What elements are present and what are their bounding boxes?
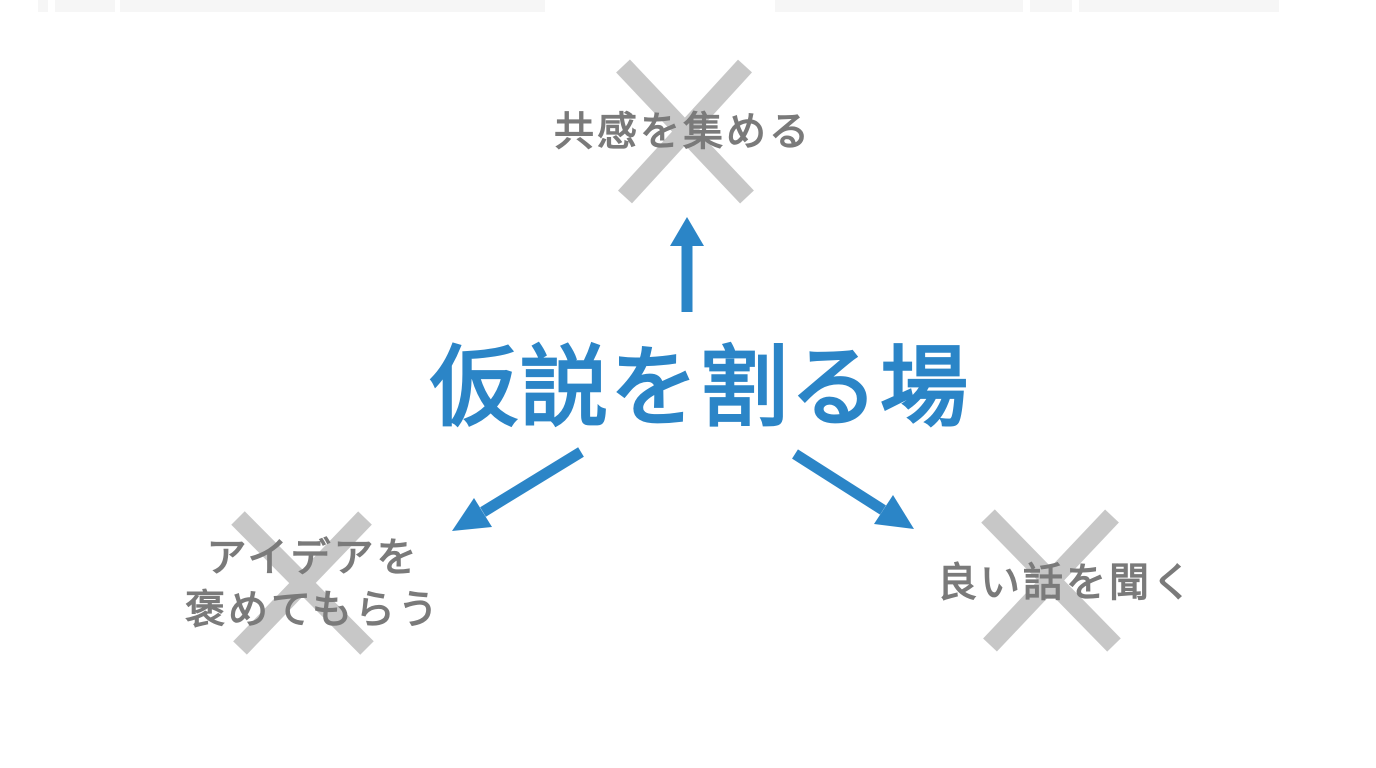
top-edge-fragment-2 — [55, 0, 115, 12]
cross-icon-bottom-left — [231, 511, 374, 655]
arrow-up-icon — [670, 217, 704, 312]
top-edge-fragment-4 — [775, 0, 1023, 12]
top-edge-fragment-6 — [1079, 0, 1279, 12]
cross-icon-top — [616, 59, 754, 204]
arrow-down-left-icon — [452, 447, 584, 531]
node-label-bottom-right: 良い話を聞く — [937, 561, 1195, 605]
top-edge-fragment-3 — [120, 0, 545, 12]
top-edge-fragment-5 — [1030, 0, 1072, 12]
arrow-down-right-icon — [792, 449, 914, 529]
node-label-bottom-left-line1: アイデアを — [206, 536, 420, 580]
slide-title: 仮説を割る場 — [429, 338, 971, 437]
node-label-top: 共感を集める — [554, 110, 812, 154]
top-edge-fragment-1 — [38, 0, 48, 12]
node-label-bottom-left: アイデアを 褒めてもらう — [185, 532, 441, 636]
node-label-bottom-left-line2: 褒めてもらう — [185, 588, 441, 632]
cross-icon-bottom-right — [981, 509, 1121, 652]
